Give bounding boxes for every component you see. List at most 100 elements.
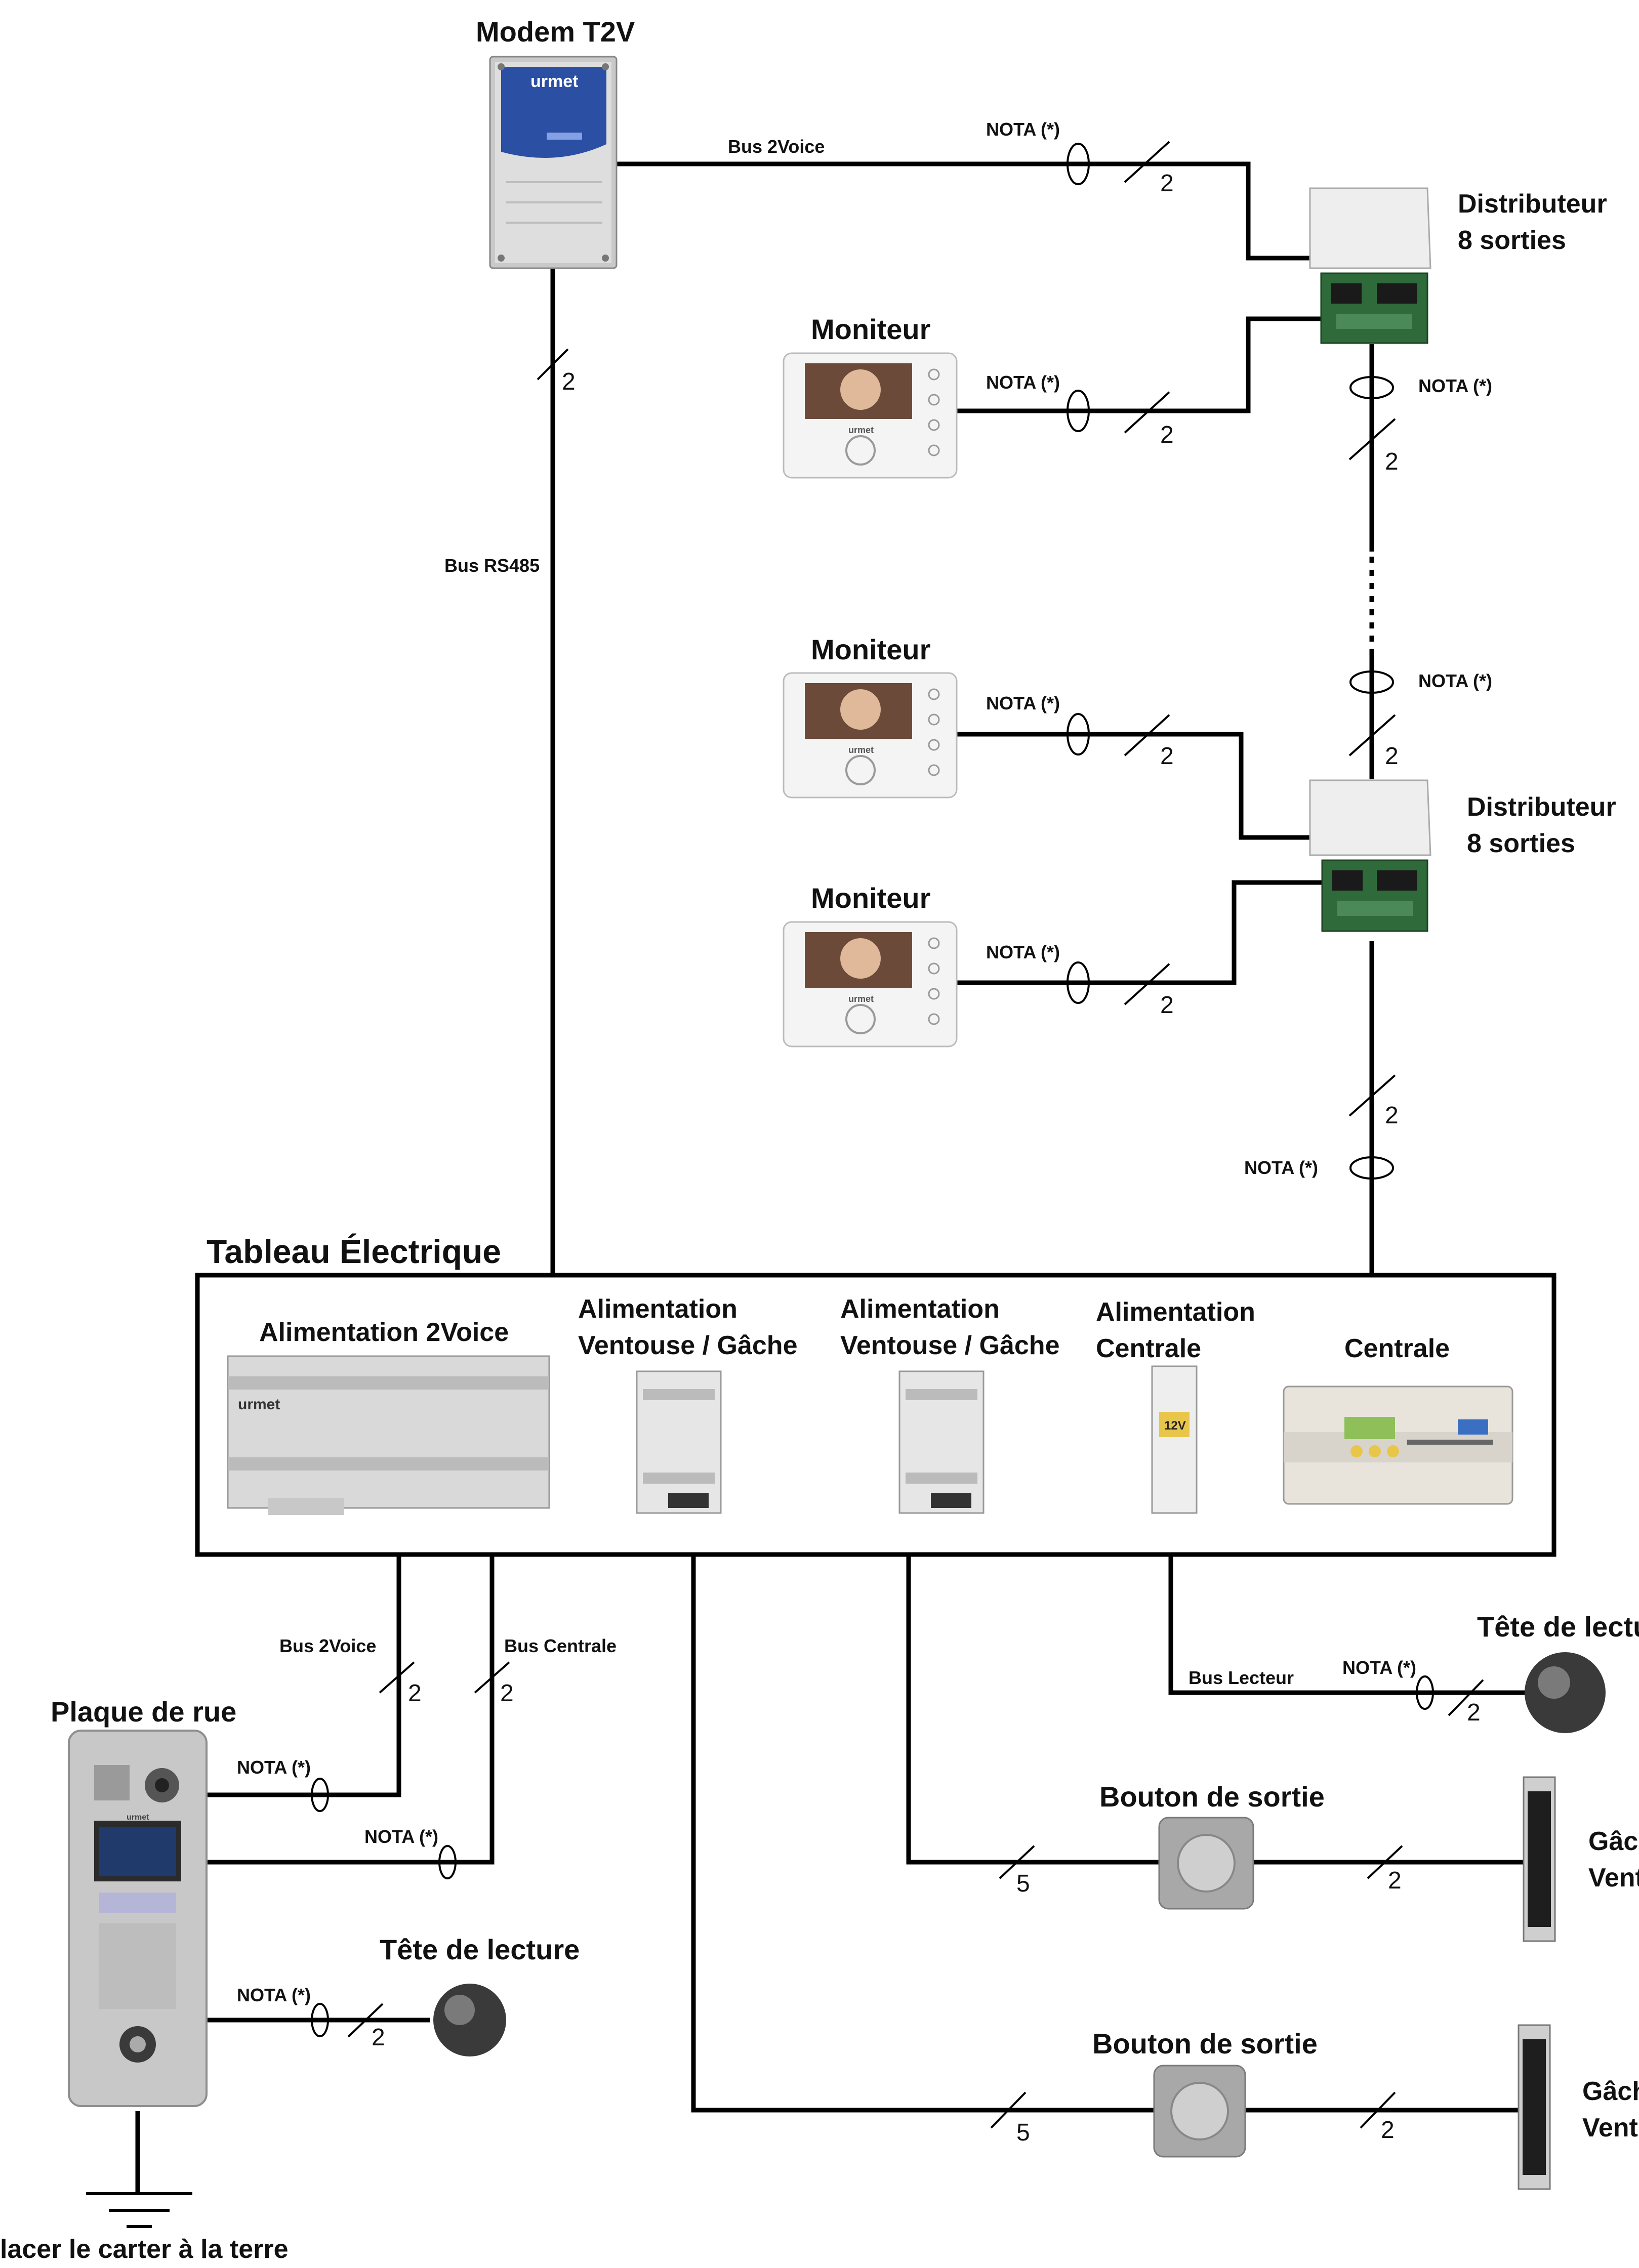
lock-1: Gâch Vent: [1523, 1776, 1639, 1942]
psu-lock-2: [898, 1370, 985, 1514]
psu-central-line2: Centrale: [1096, 1334, 1201, 1363]
bus-2voice-top-label: Bus 2Voice: [728, 136, 825, 157]
exit-button-1-label: Bouton de sortie: [1099, 1781, 1325, 1813]
psu-central-line1: Alimentation: [1096, 1297, 1255, 1327]
exit-button-2-label: Bouton de sortie: [1092, 2028, 1318, 2060]
bus-2voice-bottom-label: Bus 2Voice: [279, 1635, 376, 1656]
wire-counts: 2 2 2 2 2 2 2 2 2 2 2 2 5 2 5 2: [372, 170, 1481, 2146]
count-label: 2: [1388, 1867, 1402, 1894]
central-label: Centrale: [1344, 1334, 1450, 1363]
reader-right-label: Tête de lectu: [1477, 1611, 1639, 1643]
count-label: 2: [1160, 422, 1174, 448]
nota-label: NOTA (*): [986, 372, 1060, 393]
distributor-2-line2: 8 sorties: [1467, 829, 1575, 858]
distributor-2: Distributeur 8 sorties: [1309, 779, 1616, 932]
monitor-3: Moniteur urmet: [783, 882, 958, 1047]
modem-brand: urmet: [530, 72, 578, 91]
count-label: 2: [562, 368, 576, 395]
monitor-2-brand: urmet: [848, 745, 874, 755]
wire-labels: NOTA (*) NOTA (*) NOTA (*) NOTA (*) NOTA…: [237, 119, 1492, 2005]
exit-button-1: Bouton de sortie: [1099, 1781, 1325, 1910]
lock-1-line2: Vent: [1588, 1863, 1639, 1893]
count-label: 2: [1381, 2117, 1395, 2144]
wire-bus-2voice-top: [617, 161, 1331, 261]
wires: [135, 161, 1529, 2194]
bus-lecteur-label: Bus Lecteur: [1189, 1667, 1294, 1688]
wire-monitor-3: [957, 880, 1331, 985]
nota-label: NOTA (*): [986, 119, 1060, 140]
wire-bus-lecteur: [1168, 1555, 1529, 1695]
nota-label: NOTA (*): [1342, 1657, 1416, 1678]
ground-symbol: lacer le carter à la terre: [0, 2192, 289, 2264]
count-label: 5: [1016, 1870, 1030, 1897]
count-label: 2: [408, 1680, 422, 1707]
nota-label: NOTA (*): [237, 1757, 311, 1778]
psu-lock-1: [636, 1370, 722, 1514]
central-unit: [1283, 1385, 1513, 1505]
tick-marks: [347, 141, 1484, 2129]
psu-2voice-label: Alimentation 2Voice: [259, 1318, 509, 1347]
count-label: 2: [1160, 170, 1174, 197]
count-label: 2: [1385, 1102, 1399, 1129]
lock-1-line1: Gâch: [1588, 1827, 1639, 1856]
psu-2voice: urmet: [227, 1355, 550, 1515]
count-label: 2: [372, 2024, 385, 2051]
reader-left: Tête de lecture: [380, 1934, 580, 2056]
nota-label: NOTA (*): [986, 942, 1060, 962]
monitor-1: Moniteur urmet: [783, 313, 958, 479]
monitor-1-label: Moniteur: [811, 313, 930, 345]
psu-lock-1-line2: Ventouse / Gâche: [578, 1331, 798, 1360]
monitor-2: Moniteur urmet: [783, 634, 958, 799]
nota-label: NOTA (*): [986, 693, 1060, 713]
wire-monitor-2: [957, 732, 1321, 840]
count-label: 2: [1160, 992, 1174, 1019]
ground-label: lacer le carter à la terre: [0, 2235, 289, 2264]
lock-2-line1: Gâch: [1582, 2077, 1639, 2106]
distributor-1-line1: Distributeur: [1458, 189, 1607, 219]
wire-monitor-1: [957, 316, 1336, 413]
reader-right: Tête de lectu: [1477, 1611, 1639, 1733]
electrical-panel: Tableau Électrique Alimentation 2Voice u…: [195, 1233, 1556, 1557]
distributor-2-line1: Distributeur: [1467, 792, 1616, 822]
modem-t2v: Modem T2V urmet: [476, 16, 635, 269]
psu-lock-2-line2: Ventouse / Gâche: [840, 1331, 1060, 1360]
wire-exit-button-2: [691, 1555, 1154, 2113]
count-label: 2: [1385, 448, 1399, 475]
distributor-1: Distributeur 8 sorties: [1309, 187, 1607, 344]
reader-left-label: Tête de lecture: [380, 1934, 580, 1965]
bus-rs485-label: Bus RS485: [444, 555, 540, 576]
psu-2voice-brand: urmet: [238, 1396, 280, 1413]
wire-bus-centrale: [208, 1555, 495, 1865]
nota-label: NOTA (*): [237, 1985, 311, 2005]
psu-central-badge: 12V: [1164, 1419, 1186, 1433]
distributor-1-line2: 8 sorties: [1458, 226, 1566, 255]
count-label: 5: [1016, 2119, 1030, 2146]
psu-central: 12V: [1151, 1365, 1198, 1514]
psu-lock-2-line1: Alimentation: [840, 1294, 1000, 1324]
count-label: 2: [500, 1680, 514, 1707]
street-plate: Plaque de rue urmet: [51, 1696, 236, 2107]
monitor-3-label: Moniteur: [811, 882, 930, 914]
monitor-2-label: Moniteur: [811, 634, 930, 665]
street-plate-brand: urmet: [127, 1813, 149, 1822]
count-label: 2: [1467, 1699, 1481, 1726]
nota-label: NOTA (*): [1418, 375, 1492, 396]
nota-ovals: [311, 143, 1434, 2037]
panel-title: Tableau Électrique: [207, 1233, 501, 1270]
psu-lock-1-line1: Alimentation: [578, 1294, 737, 1324]
monitor-3-brand: urmet: [848, 994, 874, 1004]
count-label: 2: [1385, 743, 1399, 770]
wire-bus-2voice-bottom: [208, 1555, 401, 1797]
nota-label: NOTA (*): [1244, 1157, 1318, 1178]
count-label: 2: [1160, 743, 1174, 770]
exit-button-2: Bouton de sortie: [1092, 2028, 1318, 2158]
nota-label: NOTA (*): [364, 1826, 438, 1847]
street-plate-label: Plaque de rue: [51, 1696, 236, 1728]
nota-label: NOTA (*): [1418, 670, 1492, 691]
lock-2: Gâch Vent: [1518, 2024, 1639, 2190]
lock-2-line2: Vent: [1582, 2113, 1638, 2143]
modem-title: Modem T2V: [476, 16, 635, 48]
wire-exit-button-1: [906, 1555, 1159, 1865]
bus-centrale-label: Bus Centrale: [504, 1635, 617, 1656]
